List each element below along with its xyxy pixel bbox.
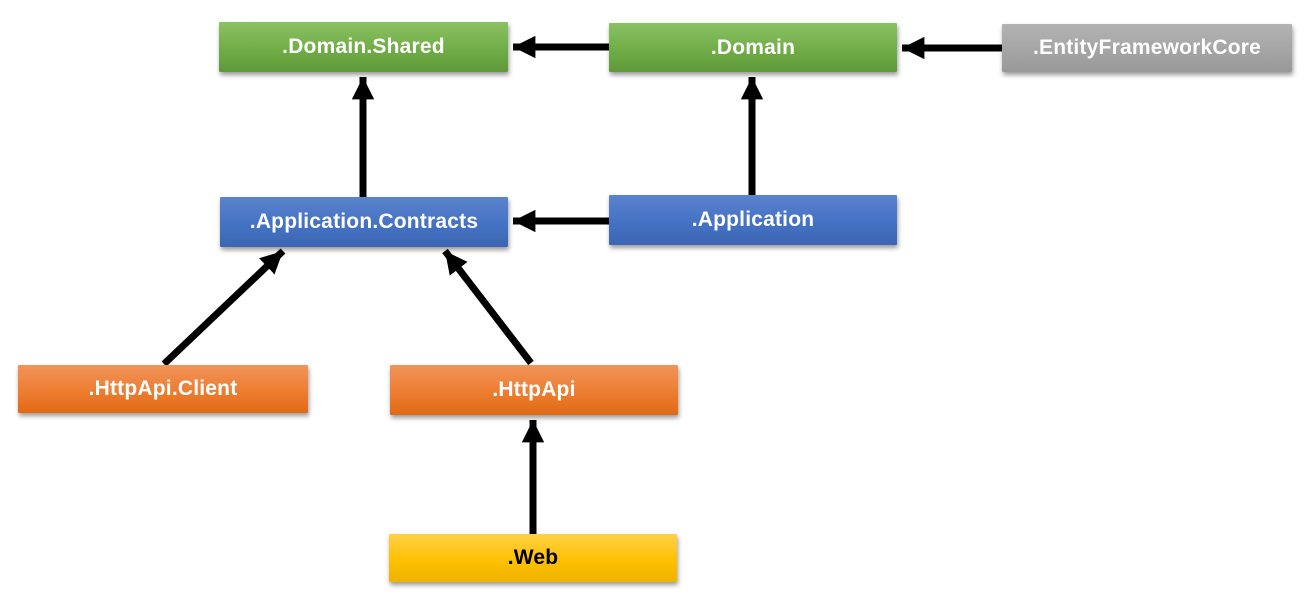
node-application: .Application bbox=[609, 195, 897, 245]
node-label-domain: .Domain bbox=[710, 35, 796, 59]
arrow-httpapi-to-application-contracts bbox=[442, 248, 534, 366]
node-label-httpapi-client: .HttpApi.Client bbox=[88, 377, 238, 400]
edge-lines-group bbox=[161, 35, 1002, 534]
node-domain-shared: .Domain.Shared bbox=[219, 22, 508, 72]
node-label-application: .Application bbox=[691, 208, 815, 231]
node-domain: .Domain bbox=[609, 23, 897, 72]
node-application-contracts: .Application.Contracts bbox=[220, 197, 508, 247]
node-web: .Web bbox=[389, 534, 677, 582]
node-httpapi-client: .HttpApi.Client bbox=[18, 365, 308, 413]
node-httpapi: .HttpApi bbox=[390, 365, 678, 415]
node-label-httpapi: .HttpApi bbox=[492, 378, 576, 401]
node-label-domain-shared: .Domain.Shared bbox=[282, 35, 445, 58]
node-label-web: .Web bbox=[507, 546, 559, 569]
node-label-entityframeworkcore: .EntityFrameworkCore bbox=[1032, 36, 1262, 59]
node-entityframeworkcore: .EntityFrameworkCore bbox=[1002, 24, 1292, 72]
arrow-httpapi-client-to-application-contracts bbox=[161, 248, 286, 367]
node-label-application-contracts: .Application.Contracts bbox=[249, 210, 479, 233]
